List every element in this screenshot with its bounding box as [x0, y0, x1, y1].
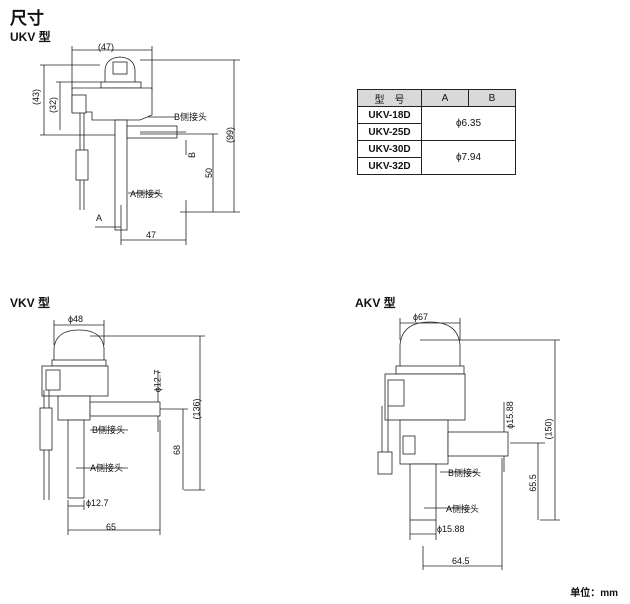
table-row: UKV-30D ϕ7.94	[357, 140, 516, 175]
ukv-dim-width: (47)	[98, 42, 115, 52]
page-title: 尺寸	[10, 9, 44, 28]
value-cell: ϕ6.35	[421, 106, 516, 141]
vkv-dim-65: 65	[106, 522, 117, 532]
akv-port-b-label: B侧接头	[448, 468, 482, 478]
ukv-port-a-label: A侧接头	[130, 189, 164, 199]
model-cell: UKV-32D	[357, 157, 422, 175]
table-header-row: 型 号 A B	[357, 89, 516, 107]
akv-port-a-label: A侧接头	[446, 504, 480, 514]
akv-section-label: AKV 型	[355, 296, 396, 310]
vkv-dim-pipe-a: ϕ12.7	[86, 498, 109, 508]
model-spec-table: 型 号 A B UKV-18D ϕ6.35 UKV-25D UKV-30D ϕ7…	[357, 89, 516, 175]
ukv-section-label: UKV 型	[10, 30, 51, 44]
akv-dim-64-5: 64.5	[452, 556, 470, 566]
akv-dim-150: (150)	[543, 418, 554, 440]
vkv-port-a-label: A侧接头	[90, 463, 124, 473]
ukv-port-b-label: B侧接头	[174, 112, 208, 122]
table-row: UKV-32D	[357, 157, 516, 175]
value-cell: ϕ7.94	[421, 140, 516, 175]
ukv-dim-a: A	[96, 213, 103, 223]
akv-dim-65-5: 65.5	[527, 474, 538, 492]
vkv-section-label: VKV 型	[10, 296, 51, 310]
akv-dim-pipe-a: ϕ15.88	[437, 524, 465, 534]
table-header-model: 型 号	[357, 89, 422, 107]
akv-dim-pipe-b: ϕ15.88	[504, 401, 515, 429]
vkv-port-b-label: B侧接头	[92, 425, 126, 435]
ukv-dim-47: 47	[146, 230, 157, 240]
unit-note: 单位：mm	[570, 588, 618, 599]
table-row: UKV-18D ϕ6.35	[357, 106, 516, 141]
akv-dim-width: ϕ67	[413, 312, 429, 322]
vkv-dim-width: ϕ48	[68, 314, 84, 324]
